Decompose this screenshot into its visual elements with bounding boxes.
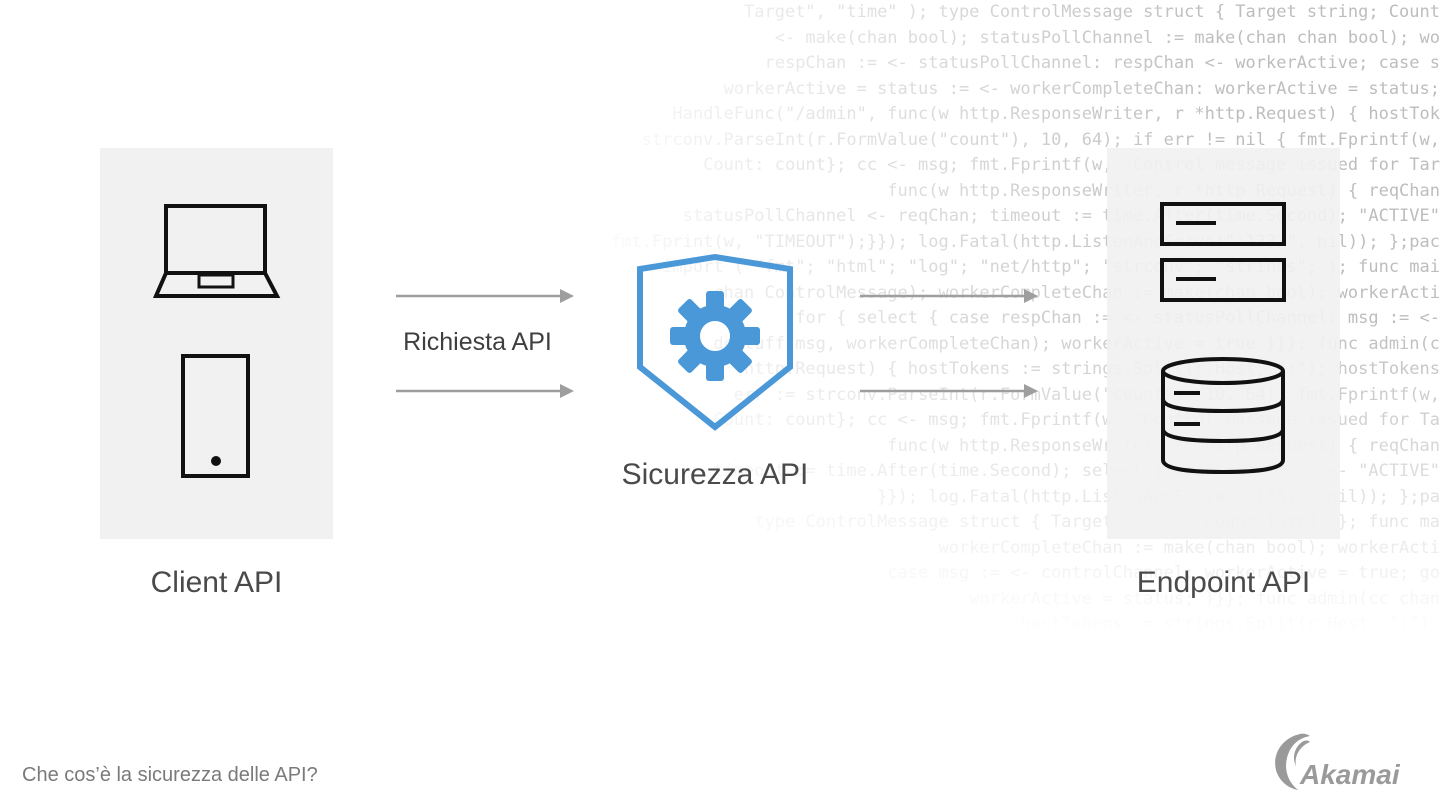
footer-title: Che cos’è la sicurezza delle API? (22, 764, 318, 786)
akamai-logo: Akamai (1275, 733, 1401, 790)
arrow-right-icon (860, 384, 1038, 398)
request-label: Richiesta API (403, 328, 552, 356)
client-label: Client API (150, 566, 283, 599)
arrow-right-icon (396, 289, 574, 303)
mobile-phone-icon (181, 354, 250, 478)
arrow-right-icon (860, 289, 1038, 303)
laptop-icon (152, 204, 281, 298)
arrow-right-icon (396, 384, 574, 398)
security-label: Sicurezza API (621, 458, 809, 491)
akamai-logo-text: Akamai (1299, 759, 1401, 790)
client-panel (100, 148, 333, 539)
server-icon (1160, 202, 1286, 302)
shield-gear-icon (637, 253, 793, 431)
endpoint-label: Endpoint API (1136, 566, 1311, 599)
database-icon (1161, 357, 1285, 475)
